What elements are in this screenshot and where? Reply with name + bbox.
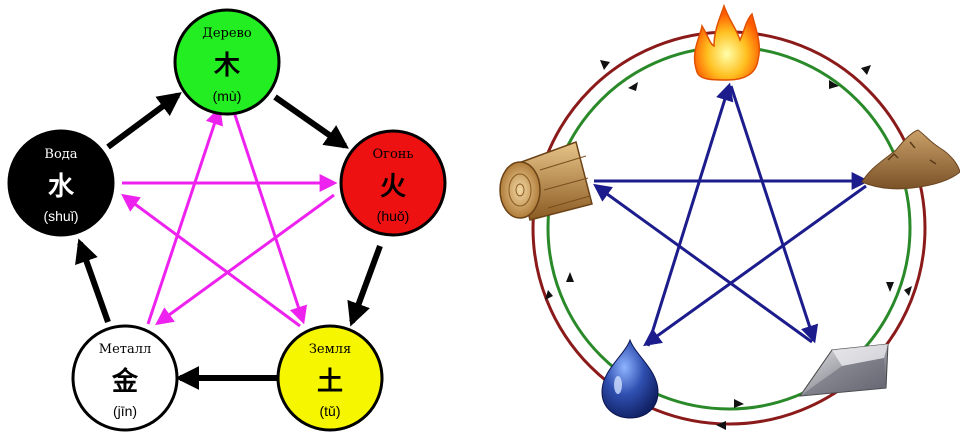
node-fire-circle [339,129,447,237]
controlling-star [593,82,870,347]
arrow-wood-to-earth [232,111,308,325]
ring-arrow [716,421,726,430]
node-wood-glyph: 木 [213,51,240,81]
node-wood-russian: Дерево [202,26,252,41]
arrow-metal-to-water [75,238,111,324]
ring-arrow [734,399,744,408]
water-drop-icon [601,338,659,419]
ring-arrow [545,290,553,300]
wood-log-icon [499,141,593,221]
ring-arrow [600,60,610,70]
node-water-circle [7,129,115,237]
node-earth-pinyin: (tǔ) [320,403,341,419]
metal-ingot-icon [798,343,889,397]
node-wood: Дерево 木 (mù) [173,8,281,116]
arrow-fire-to-metal [155,193,335,326]
flame-icon [693,3,761,81]
star-line [593,183,813,344]
ring-arrow [904,286,912,296]
arrow-wood-to-fire [273,94,349,149]
ring-arrow [628,82,638,91]
node-earth-circle [276,324,384,432]
node-fire-glyph: 火 [380,172,406,202]
node-water: Вода 水 (shuǐ) [7,129,115,237]
node-fire: Огонь 火 (huǒ) [339,129,447,237]
controlling-cycle [121,106,338,328]
node-metal-glyph: 金 [111,366,139,397]
ring-arrows [545,60,912,430]
ring-arrow [886,282,894,292]
ring-arrow [566,272,574,282]
node-fire-pinyin: (huǒ) [377,208,410,224]
node-metal-pinyin: (jīn) [113,403,137,419]
node-metal: Металл 金 (jīn) [71,324,179,432]
node-water-pinyin: (shuǐ) [43,208,78,224]
left-diagram: Дерево 木 (mù) Огонь 火 (huǒ) Земля 土 (tǔ)… [7,8,447,432]
node-earth-russian: Земля [309,342,351,357]
node-water-russian: Вода [44,147,77,162]
soil-pile-icon [861,129,960,190]
arrow-fire-to-earth [347,244,383,327]
node-metal-circle [71,324,179,432]
star-line [646,82,734,347]
ring-arrow [829,80,839,89]
node-metal-russian: Металл [99,342,151,357]
right-diagram [499,3,960,430]
node-earth-glyph: 土 [317,367,343,397]
node-earth: Земля 土 (tǔ) [276,324,384,432]
arrow-water-to-wood [106,92,182,150]
arrow-earth-to-water [121,193,301,328]
node-water-glyph: 水 [48,172,75,202]
star-line [729,85,819,344]
ring-arrow [861,65,871,75]
node-fire-russian: Огонь [372,147,413,162]
generating-cycle [75,92,383,390]
node-wood-circle [173,8,281,116]
node-wood-pinyin: (mù) [213,88,242,104]
star-line [643,184,867,347]
arrow-metal-to-wood [146,106,224,325]
